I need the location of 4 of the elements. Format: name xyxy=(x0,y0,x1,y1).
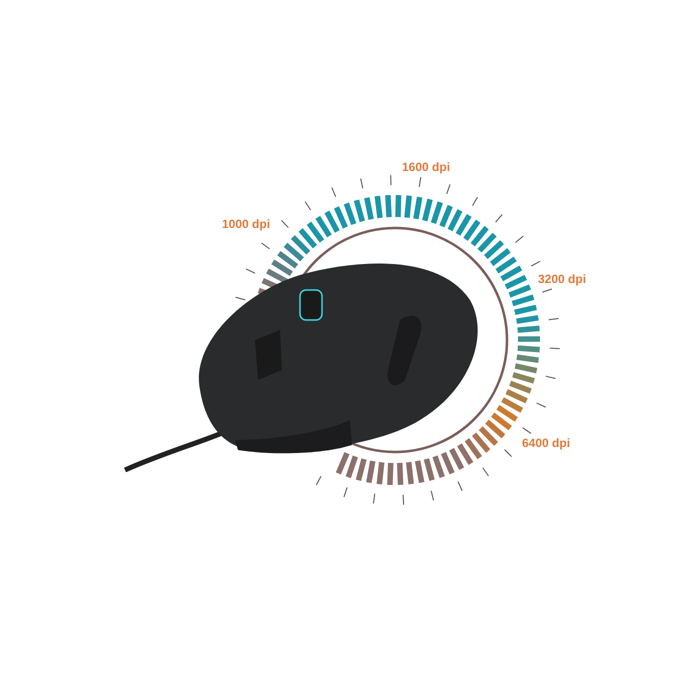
dpi-label: 3200 dpi xyxy=(538,272,586,286)
dpi-label: 1000 dpi xyxy=(222,217,270,231)
dpi-label: 6400 dpi xyxy=(522,436,570,450)
dpi-label: 1600 dpi xyxy=(402,160,450,174)
